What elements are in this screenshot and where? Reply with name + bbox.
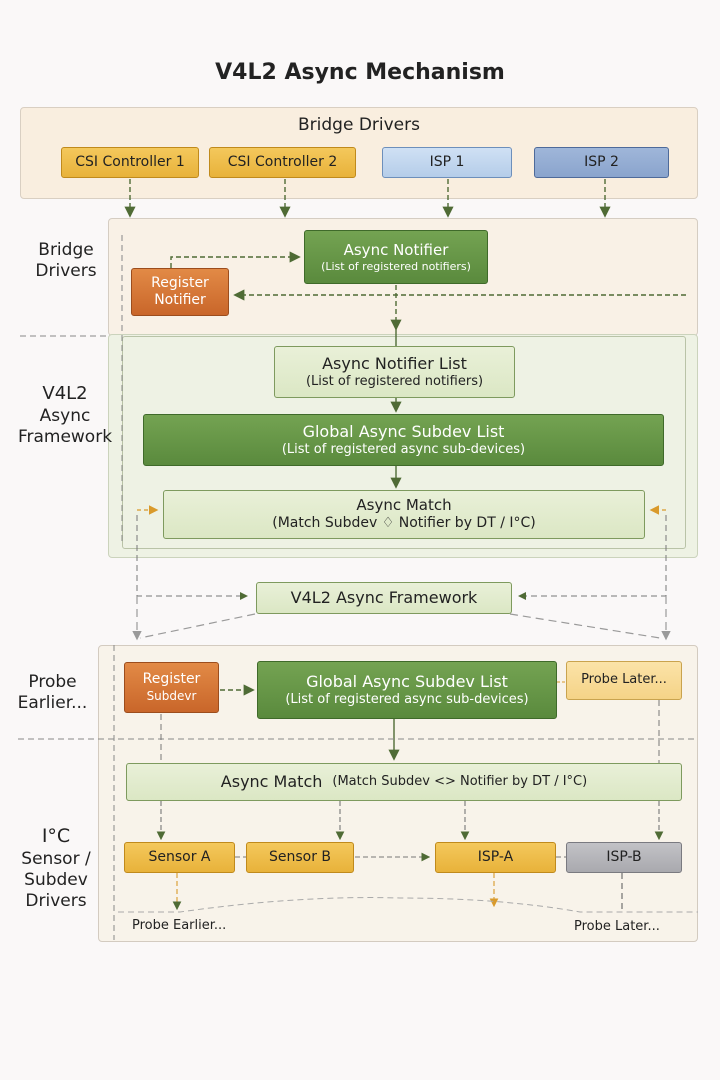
side-label-line: Bridge bbox=[38, 240, 94, 260]
v4l2-async-framework-box: V4L2 Async Framework bbox=[256, 582, 512, 614]
probe-earlier-side-label: Probe Earlier... bbox=[5, 672, 100, 715]
async-framework-inner-frame bbox=[122, 336, 686, 549]
probe-earlier-caption: Probe Earlier... bbox=[132, 918, 227, 933]
global-subdev-list-title: Global Async Subdev List bbox=[306, 671, 508, 691]
register-notifier-line: Notifier bbox=[154, 292, 206, 308]
global-async-subdev-list-box-2: Global Async Subdev List (List of regist… bbox=[257, 661, 557, 719]
probe-later-box: Probe Later... bbox=[566, 661, 682, 700]
async-match-box-2: Async Match (Match Subdev <> Notifier by… bbox=[126, 763, 682, 801]
probe-later-caption: Probe Later... bbox=[574, 919, 660, 934]
register-subdev-line: Subdevr bbox=[146, 688, 197, 703]
arrow-right-to-framework bbox=[518, 515, 667, 600]
arrow-left-to-framework bbox=[136, 515, 248, 600]
v4l2-async-framework-side-label: V4L2 Async Framework bbox=[10, 383, 120, 448]
global-subdev-list-subtitle: (List of registered async sub-devices) bbox=[281, 441, 526, 457]
async-notifier-list-subtitle: (List of registered notifiers) bbox=[305, 373, 484, 389]
async-notifier-box: Async Notifier (List of registered notif… bbox=[304, 230, 488, 284]
sensor-a-box: Sensor A bbox=[124, 842, 235, 873]
isp-a-label: ISP-A bbox=[477, 848, 514, 865]
global-subdev-list-title: Global Async Subdev List bbox=[302, 421, 505, 441]
i2c-drivers-side-label: I°C Sensor / Subdev Drivers bbox=[10, 825, 102, 913]
diag-right bbox=[509, 613, 661, 639]
register-subdev-box: Register Subdevr bbox=[124, 662, 219, 713]
async-notifier-list-box: Async Notifier List (List of registered … bbox=[274, 346, 515, 398]
isp-1-label: ISP 1 bbox=[429, 153, 465, 170]
arrow-register-to-notifier bbox=[170, 251, 301, 268]
side-label-line: Probe bbox=[28, 672, 77, 692]
sensor-b-label: Sensor B bbox=[268, 848, 332, 865]
probe-timeline-curve bbox=[118, 897, 698, 913]
side-label-line: Sensor / bbox=[21, 848, 91, 869]
async-notifier-subtitle: (List of registered notifiers) bbox=[321, 259, 471, 273]
side-label-line: Subdev bbox=[24, 870, 88, 890]
side-label-line: I°C bbox=[41, 825, 71, 847]
side-label-line: Drivers bbox=[25, 891, 87, 912]
async-match-subtitle: (Match Subdev <> Notifier by DT / I°C) bbox=[332, 773, 588, 789]
async-match-title: Async Match bbox=[356, 496, 452, 515]
isp-a-box: ISP-A bbox=[435, 842, 556, 873]
async-match-box: Async Match (Match Subdev ♢ Notifier by … bbox=[163, 490, 645, 539]
csi-controller-1-box: CSI Controller 1 bbox=[61, 147, 199, 178]
side-label-line: Framework bbox=[17, 426, 113, 447]
diagram-title: V4L2 Async Mechanism bbox=[215, 60, 505, 85]
side-label-line: Drivers bbox=[35, 261, 97, 282]
async-notifier-list-title: Async Notifier List bbox=[322, 353, 467, 373]
sensor-a-label: Sensor A bbox=[148, 848, 211, 865]
diag-left bbox=[139, 613, 256, 639]
isp-b-box: ISP-B bbox=[566, 842, 682, 873]
csi-controller-2-box: CSI Controller 2 bbox=[209, 147, 356, 178]
register-notifier-line: Register bbox=[151, 274, 209, 291]
isp-1-box: ISP 1 bbox=[382, 147, 512, 178]
side-label-line: Earlier... bbox=[17, 693, 88, 714]
async-match-subtitle: (Match Subdev ♢ Notifier by DT / I°C) bbox=[272, 515, 536, 532]
csi-controller-1-label: CSI Controller 1 bbox=[75, 153, 185, 170]
global-subdev-list-subtitle: (List of registered async sub-devices) bbox=[285, 691, 529, 707]
isp-2-label: ISP 2 bbox=[584, 153, 619, 170]
csi-controller-2-label: CSI Controller 2 bbox=[227, 153, 338, 170]
side-label-line: V4L2 bbox=[42, 383, 88, 404]
bridge-drivers-side-label: Bridge Drivers bbox=[20, 240, 112, 283]
async-match-title: Async Match bbox=[220, 772, 323, 791]
sensor-b-box: Sensor B bbox=[246, 842, 354, 873]
bridge-drivers-panel-label: Bridge Drivers bbox=[298, 115, 420, 135]
async-notifier-title: Async Notifier bbox=[343, 240, 449, 259]
v4l2-async-framework-label: V4L2 Async Framework bbox=[290, 588, 478, 607]
side-label-line: Async bbox=[39, 405, 91, 426]
isp-b-label: ISP-B bbox=[606, 848, 642, 865]
isp-2-box: ISP 2 bbox=[534, 147, 669, 178]
register-subdev-line: Register bbox=[142, 671, 201, 688]
probe-later-label: Probe Later... bbox=[581, 672, 667, 688]
register-notifier-box: Register Notifier bbox=[131, 268, 229, 316]
global-async-subdev-list-box: Global Async Subdev List (List of regist… bbox=[143, 414, 664, 466]
